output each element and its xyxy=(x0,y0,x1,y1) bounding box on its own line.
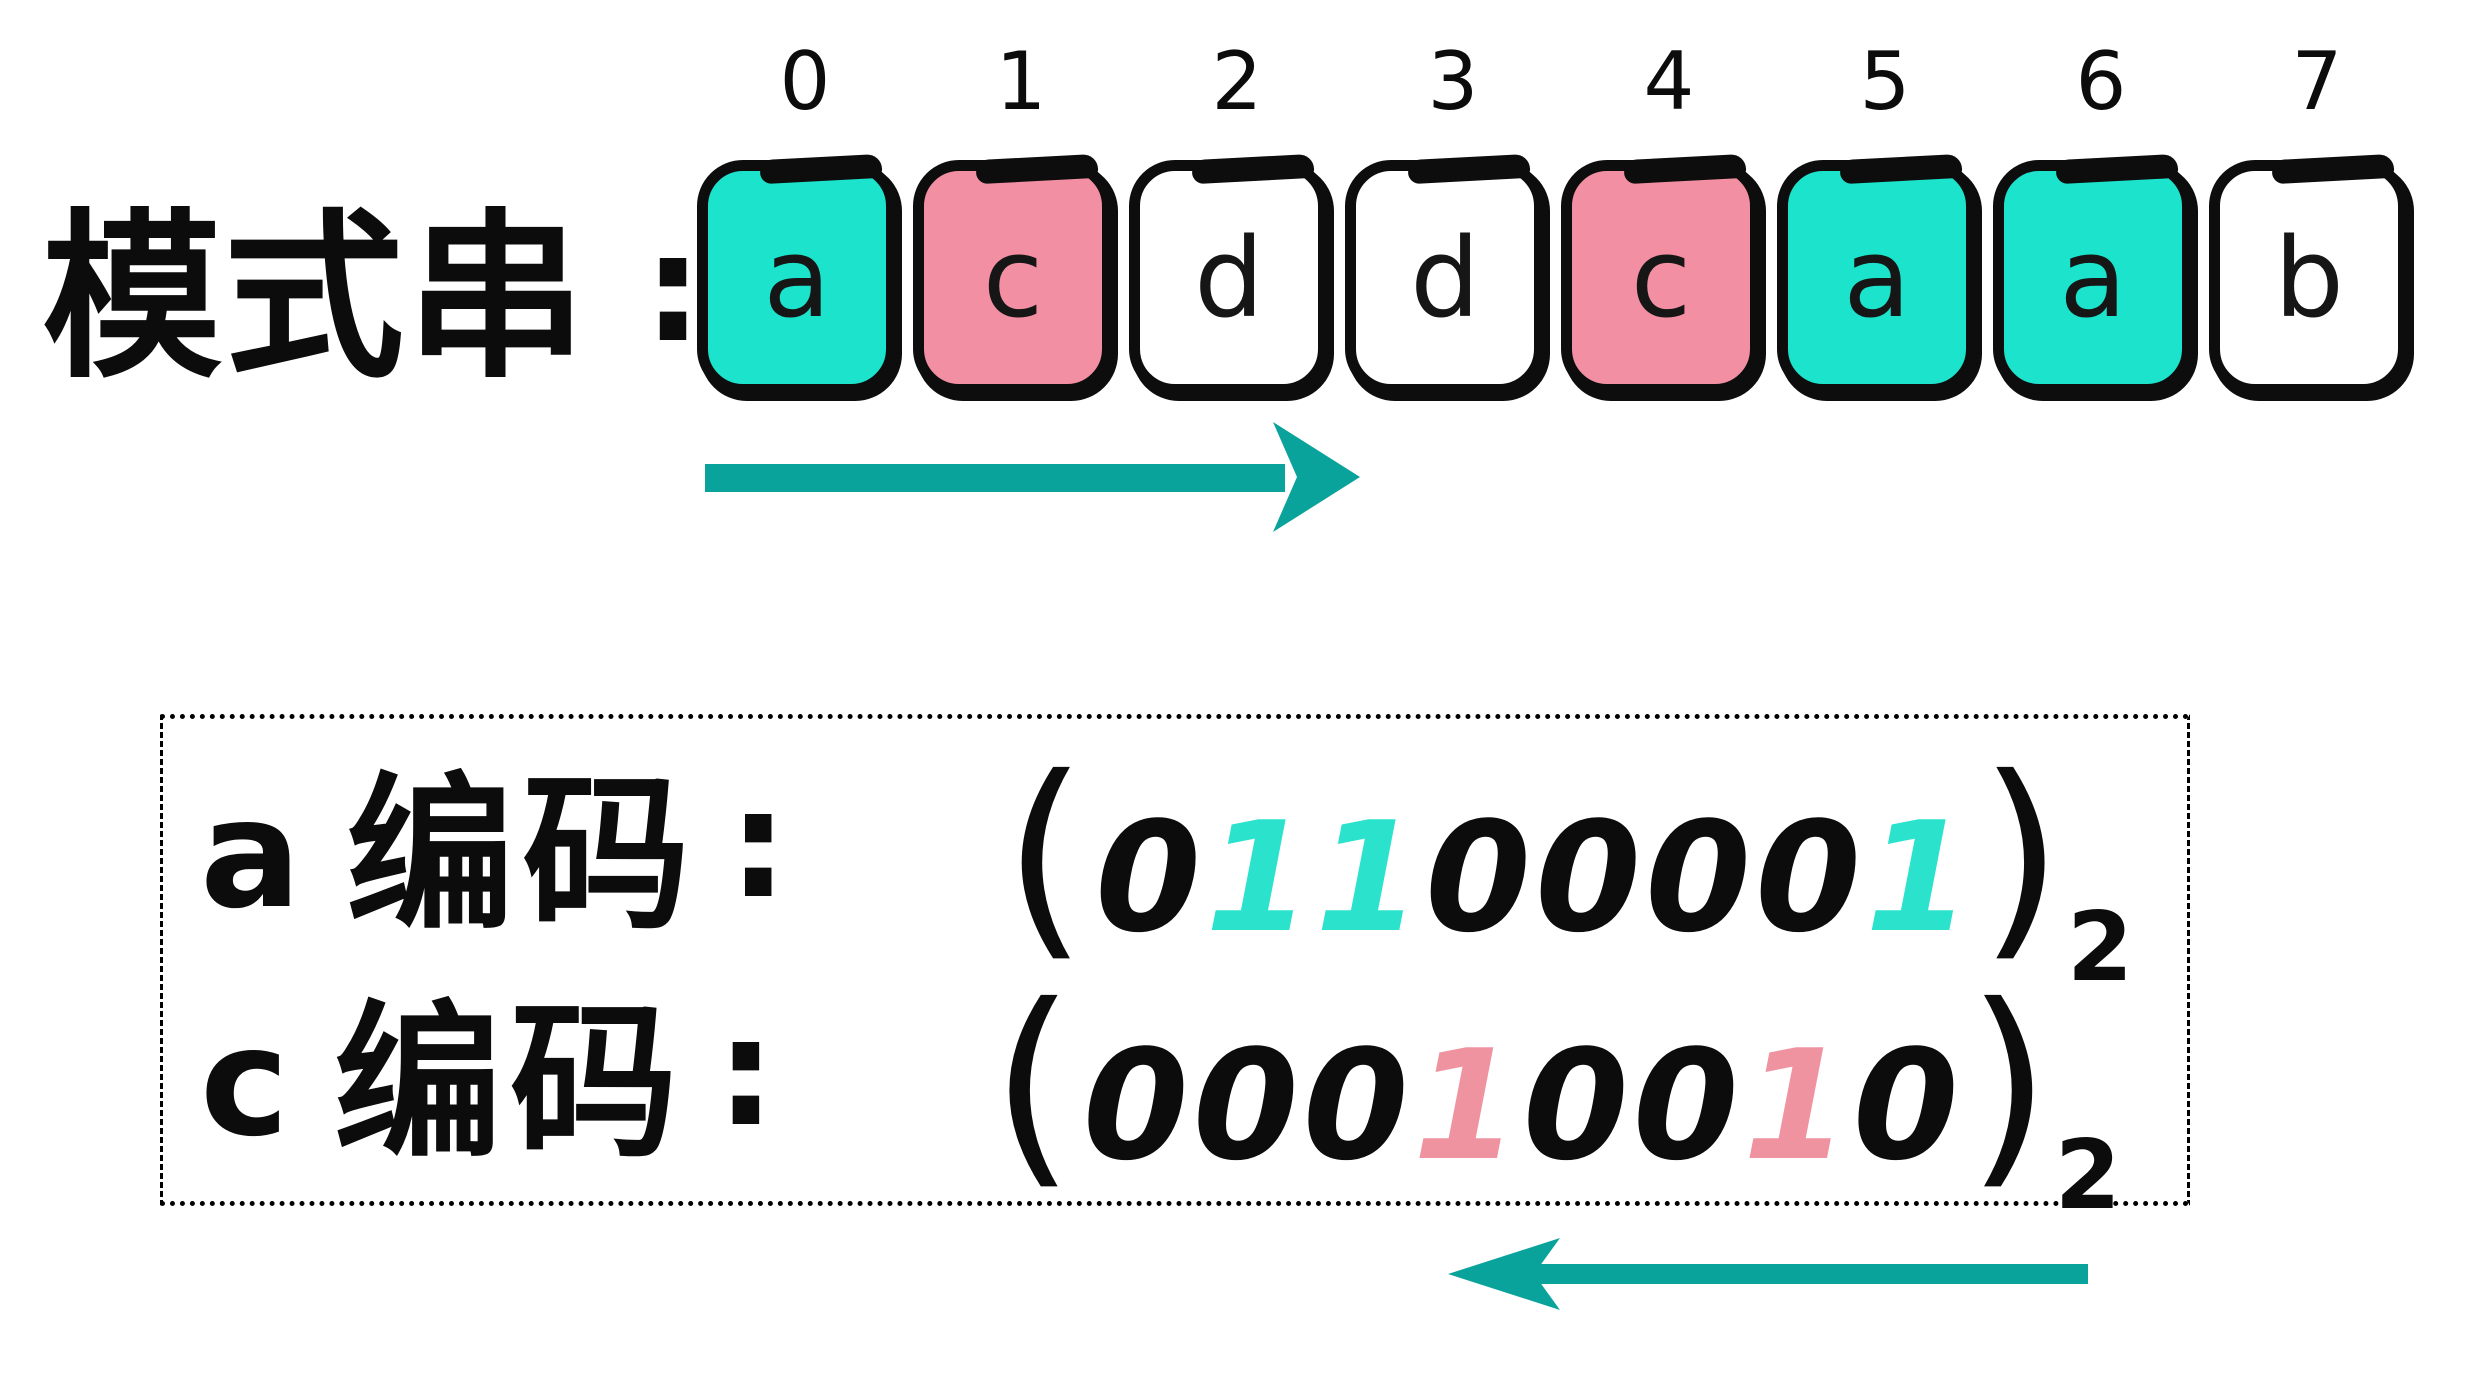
encoding-colon: : xyxy=(728,758,789,932)
binary-digit: 0 xyxy=(1645,788,1751,966)
encoding-box xyxy=(160,714,2190,1206)
open-paren: ( xyxy=(990,957,1075,1209)
encoding-key: c xyxy=(200,996,289,1170)
binary-digit: 0 xyxy=(1852,1016,1959,1194)
cell-char: a xyxy=(1843,213,1911,342)
encoding-number: ( 0 1 1 0 0 0 0 1 ) 2 xyxy=(1003,729,2133,996)
binary-digit: 1 xyxy=(1205,788,1311,966)
binary-digit: 0 xyxy=(1522,1016,1629,1194)
index-label: 3 xyxy=(1427,35,1479,128)
index-label: 4 xyxy=(1643,35,1695,128)
index-label: 1 xyxy=(995,35,1047,128)
binary-digit: 0 xyxy=(1095,788,1201,966)
cell-char: c xyxy=(982,213,1044,342)
index-label: 2 xyxy=(1211,35,1263,128)
close-paren: ) xyxy=(1966,957,2051,1209)
encoding-key: a xyxy=(200,768,302,942)
pattern-cell: b xyxy=(2209,160,2409,395)
binary-digit: 0 xyxy=(1192,1016,1299,1194)
binary-digits: 0 1 1 0 0 0 0 1 xyxy=(1093,788,1973,966)
binary-digit: 1 xyxy=(1315,788,1421,966)
cell-char: c xyxy=(1630,213,1692,342)
pattern-cell: d xyxy=(1129,160,1329,395)
cell-char: d xyxy=(1410,213,1480,342)
binary-digits: 0 0 0 1 0 0 1 0 xyxy=(1081,1016,1961,1194)
binary-digit: 1 xyxy=(1742,1016,1849,1194)
binary-digit: 0 xyxy=(1425,788,1531,966)
cell-char: b xyxy=(2274,213,2344,342)
index-label: 5 xyxy=(1859,35,1911,128)
pattern-label-text: 模式串 xyxy=(42,194,589,403)
binary-digit: 1 xyxy=(1865,788,1971,966)
pattern-cell: a xyxy=(1777,160,1977,395)
encoding-number: ( 0 0 0 1 0 0 1 0 ) 2 xyxy=(990,957,2121,1224)
encoding-label: 编码 xyxy=(346,757,699,953)
binary-digit: 0 xyxy=(1302,1016,1409,1194)
binary-digit: 0 xyxy=(1082,1016,1189,1194)
index-label: 7 xyxy=(2291,35,2343,128)
binary-digit: 0 xyxy=(1535,788,1641,966)
pattern-cell: d xyxy=(1345,160,1545,395)
pattern-cell: c xyxy=(1561,160,1761,395)
pattern-cell: c xyxy=(913,160,1113,395)
base-subscript: 2 xyxy=(2067,892,2134,1003)
encoding-label: 编码 xyxy=(333,985,686,1181)
cell-char: d xyxy=(1194,213,1264,342)
close-paren: ) xyxy=(1979,729,2064,981)
encoding-row-c: c 编码 : ( 0 0 0 1 0 0 1 0 ) 2 xyxy=(200,957,2121,1224)
binary-digit: 0 xyxy=(1755,788,1861,966)
index-label: 6 xyxy=(2075,35,2127,128)
pattern-cell: a xyxy=(1993,160,2193,395)
cell-char: a xyxy=(2059,213,2127,342)
encoding-row-a: a 编码 : ( 0 1 1 0 0 0 0 1 ) 2 xyxy=(200,729,2133,996)
binary-digit: 0 xyxy=(1632,1016,1739,1194)
pattern-cell: a xyxy=(697,160,897,395)
base-subscript: 2 xyxy=(2054,1120,2121,1231)
forward-arrow-icon xyxy=(705,422,1360,532)
encoding-colon: : xyxy=(715,986,776,1160)
pattern-cells: a c d d c a a b xyxy=(697,160,2409,395)
cell-char: a xyxy=(763,213,831,342)
open-paren: ( xyxy=(1003,729,1088,981)
index-label: 0 xyxy=(779,35,831,128)
pattern-label: 模式串 : xyxy=(42,200,703,398)
pattern-label-colon: : xyxy=(643,202,704,376)
index-row: 0 1 2 3 4 5 6 7 xyxy=(697,42,2425,122)
binary-digit: 1 xyxy=(1412,1016,1519,1194)
backward-arrow-icon xyxy=(1448,1238,2088,1310)
